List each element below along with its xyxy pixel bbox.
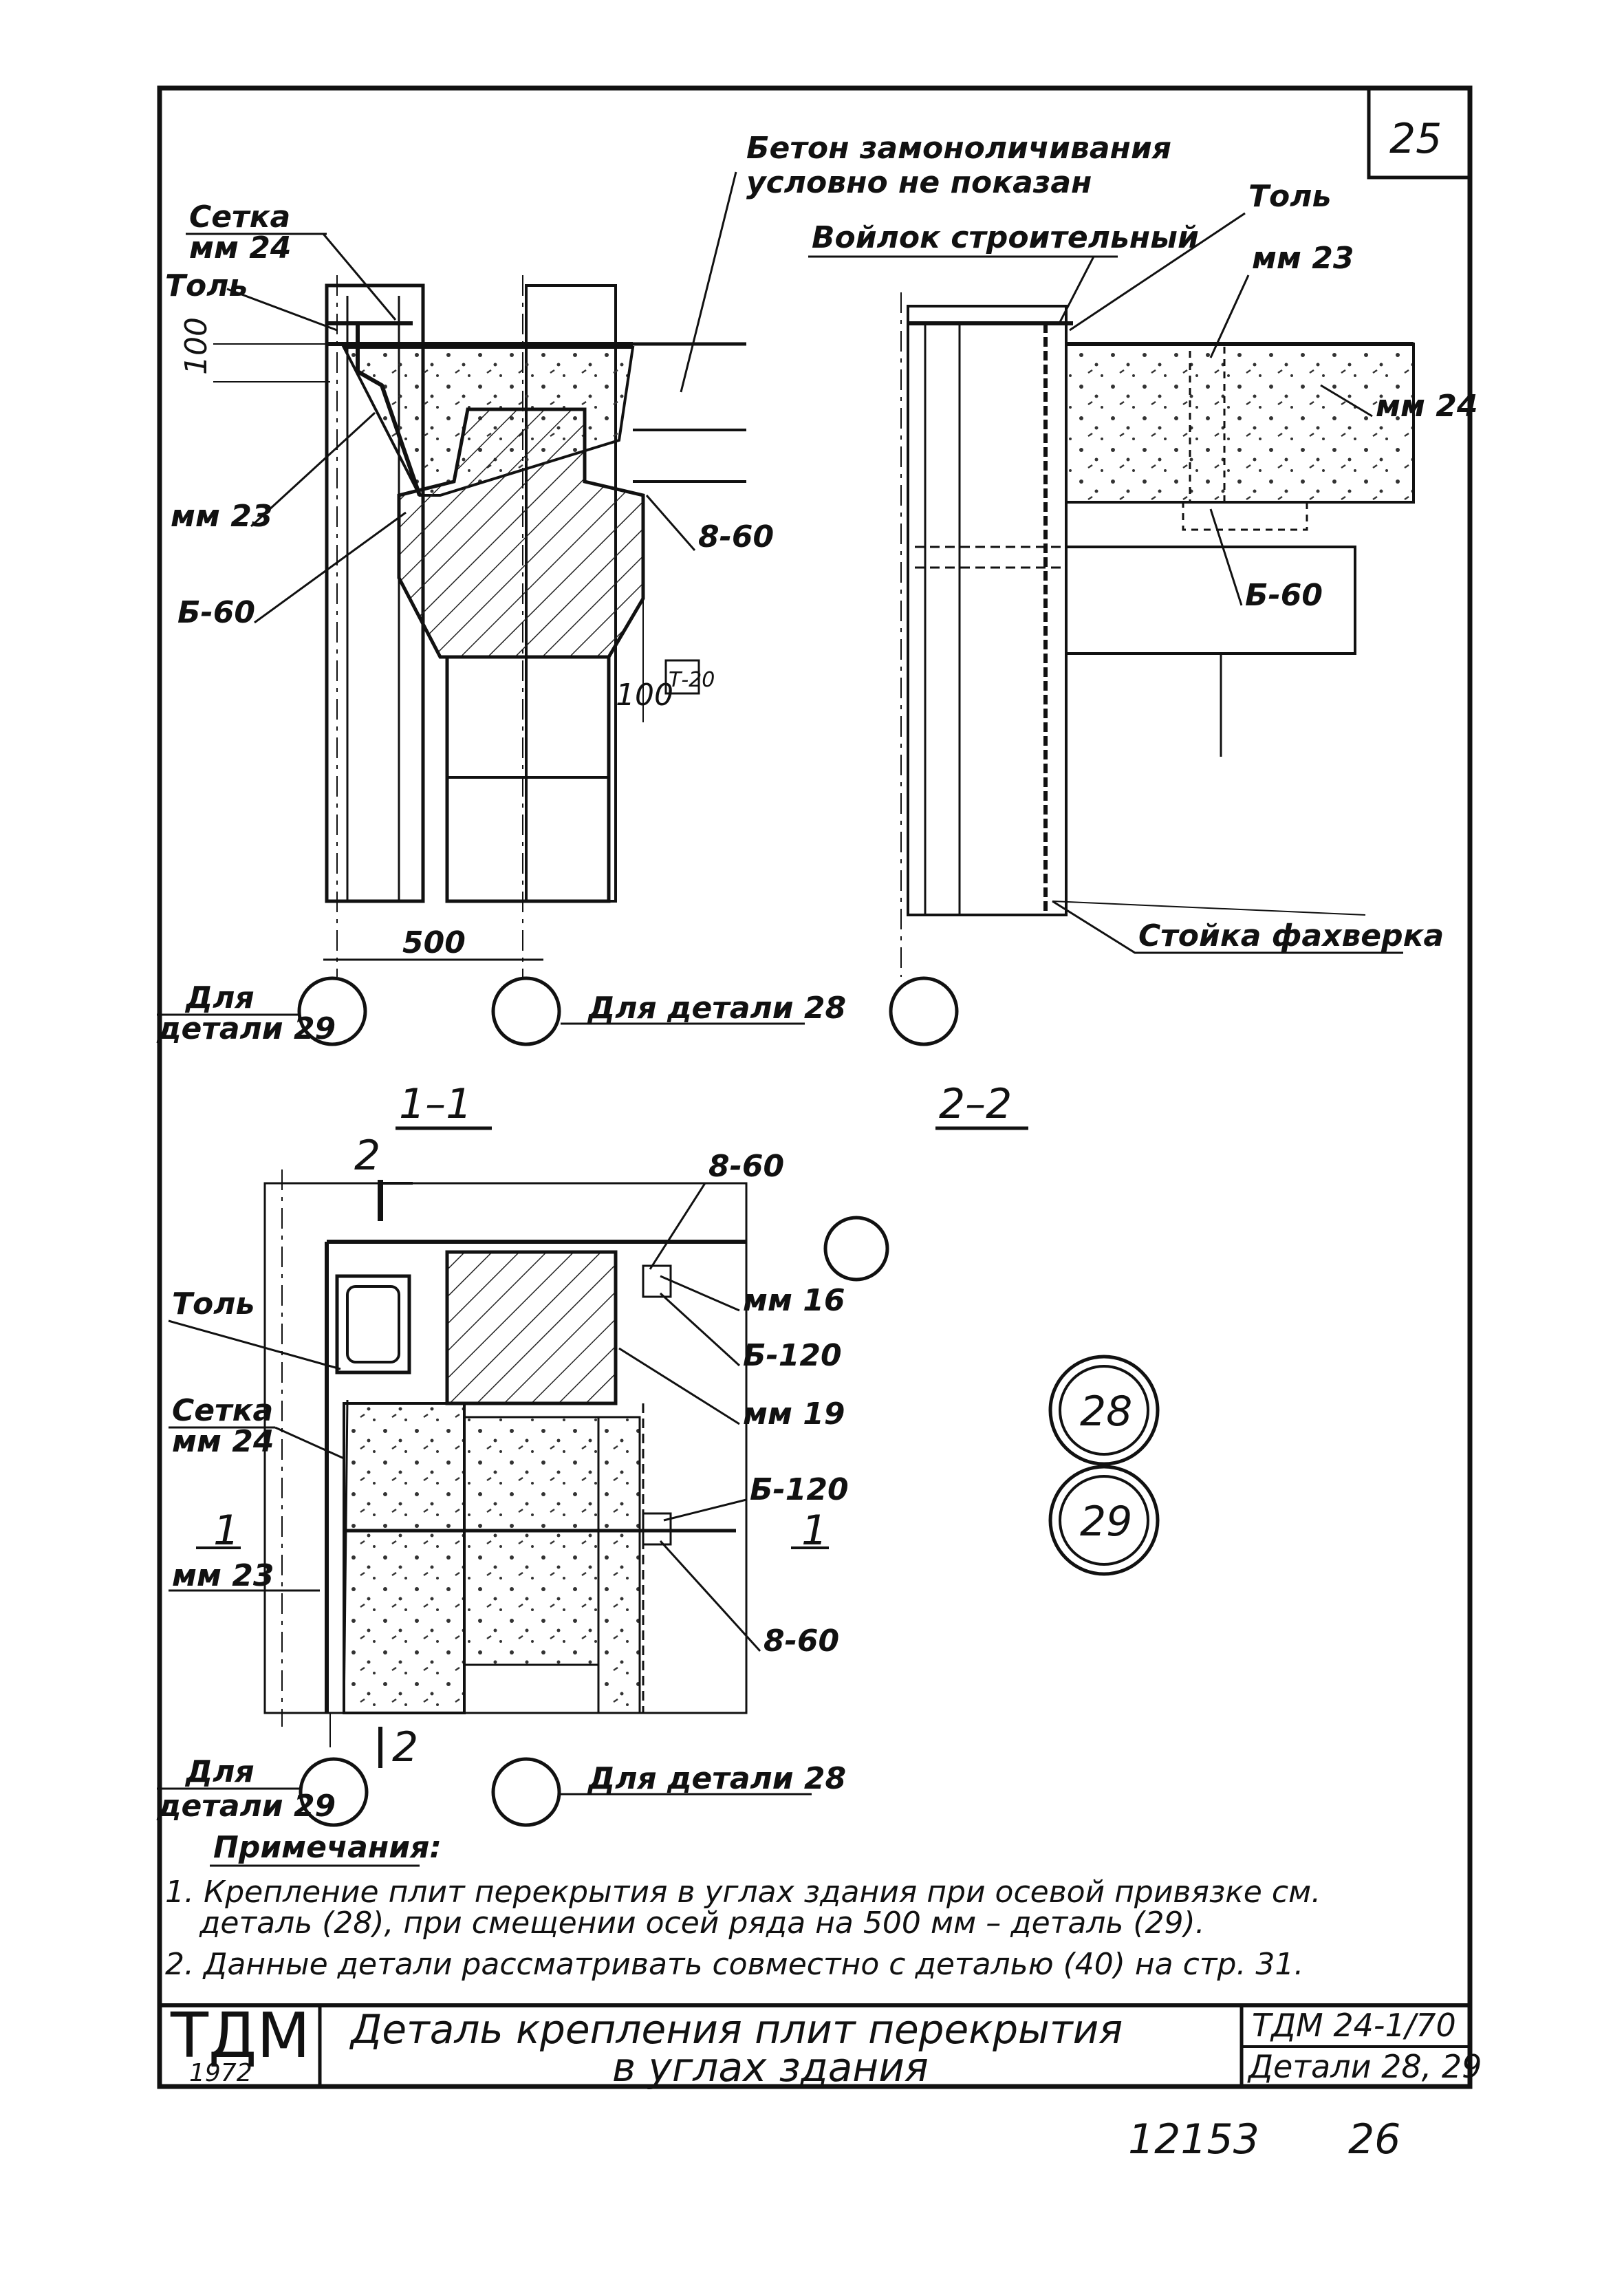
notes-heading: Примечания: [213,1830,442,1865]
label-tol-1: Толь [165,268,248,303]
section-title-2-2: 2–2 [939,1080,1012,1128]
footer-number: 12153 [1128,2115,1259,2164]
note-concrete-line1: Бетон замоноличивания [746,131,1171,166]
drawing-code: ТДМ 24-1/70 [1252,2007,1456,2044]
note-line-1: 1. Крепление плит перекрытия в углах зда… [165,1875,1321,1910]
page-number-box: 25 [1367,86,1472,180]
label-mm23-1: мм 23 [171,499,272,534]
dim-500: 500 [402,925,466,960]
axis-circle-plan-center [491,1757,561,1827]
detail-mark-28-outer [1048,1355,1160,1466]
label-mm23-2: мм 23 [1252,241,1354,276]
caption-for-detail-28: Для детали 28 [587,991,846,1026]
label-mm19: мм 19 [743,1397,845,1432]
logo-tdm: ТДМ [170,2000,310,2072]
axis-circle-2 [889,976,959,1046]
label-mm24-1: мм 24 [189,230,291,266]
section-mark-2-top: 2 [354,1132,380,1180]
axis-circle-1-left [297,976,367,1046]
section-2-2-drawing [900,292,1415,977]
footer-page: 26 [1348,2115,1400,2164]
page-number: 25 [1389,115,1442,163]
section-mark-2-bottom: 2 [392,1723,418,1771]
drawing-details: Детали 28, 29 [1247,2048,1482,2085]
note-line-3: 2. Данные детали рассматривать совместно… [165,1947,1303,1982]
mark-t20: Т-20 [669,668,715,692]
caption-plan-detail-28: Для детали 28 [587,1761,846,1796]
label-stoika: Стойка фахверка [1138,918,1444,953]
axis-circle-1-right [491,976,561,1046]
label-v60-plan-top: 8-60 [708,1149,784,1184]
caption-for-detail-29-line2: детали 29 [156,1011,336,1046]
label-voilok: Войлок строительный [812,220,1199,255]
label-mm16: мм 16 [743,1283,845,1318]
label-mm23-plan: мм 23 [172,1558,274,1593]
label-setka-plan: Сетка [172,1393,273,1428]
caption-plan-detail-29-line2: детали 29 [156,1789,336,1824]
section-title-1-1: 1–1 [399,1080,472,1128]
detail-mark-29-outer [1048,1465,1160,1576]
caption-for-detail-29-line1: Для [184,980,255,1015]
axis-circle-plan-right [823,1216,889,1282]
detail-mark-29: 29 [1080,1498,1132,1546]
outer-frame [157,85,1473,2089]
dim-100-horizontal: 100 [616,678,673,713]
note-line-2: деталь (28), при смещении осей ряда на 5… [199,1906,1205,1941]
label-mm24-plan: мм 24 [172,1424,274,1459]
drawing-title-line2: в углах здания [612,2044,929,2091]
label-tol-2: Толь [1248,179,1331,214]
label-setka-1: Сетка [189,200,290,235]
label-b60-2: Б-60 [1245,578,1323,613]
label-b120-b: Б-120 [750,1472,849,1507]
plan-drawing [263,1169,748,1747]
drawing-title-line1: Деталь крепления плит перекрытия [349,2006,1123,2053]
title-year: 1972 [189,2059,252,2087]
label-v60-plan-bottom: 8-60 [764,1624,839,1659]
label-b60-1: Б-60 [177,595,255,630]
caption-plan-detail-29-line1: Для [184,1754,255,1789]
axis-circle-plan-left [299,1757,369,1827]
section-1-1-drawing [325,275,746,977]
label-v60-1: 8-60 [698,519,774,554]
title-block [160,2003,1470,2087]
dim-100-vertical: 100 [179,317,214,375]
label-b120-a: Б-120 [743,1338,842,1373]
label-mm24-2: мм 24 [1376,389,1477,424]
detail-mark-28: 28 [1080,1388,1132,1436]
note-concrete-line2: условно не показан [746,165,1092,200]
label-tol-plan: Толь [172,1286,255,1322]
